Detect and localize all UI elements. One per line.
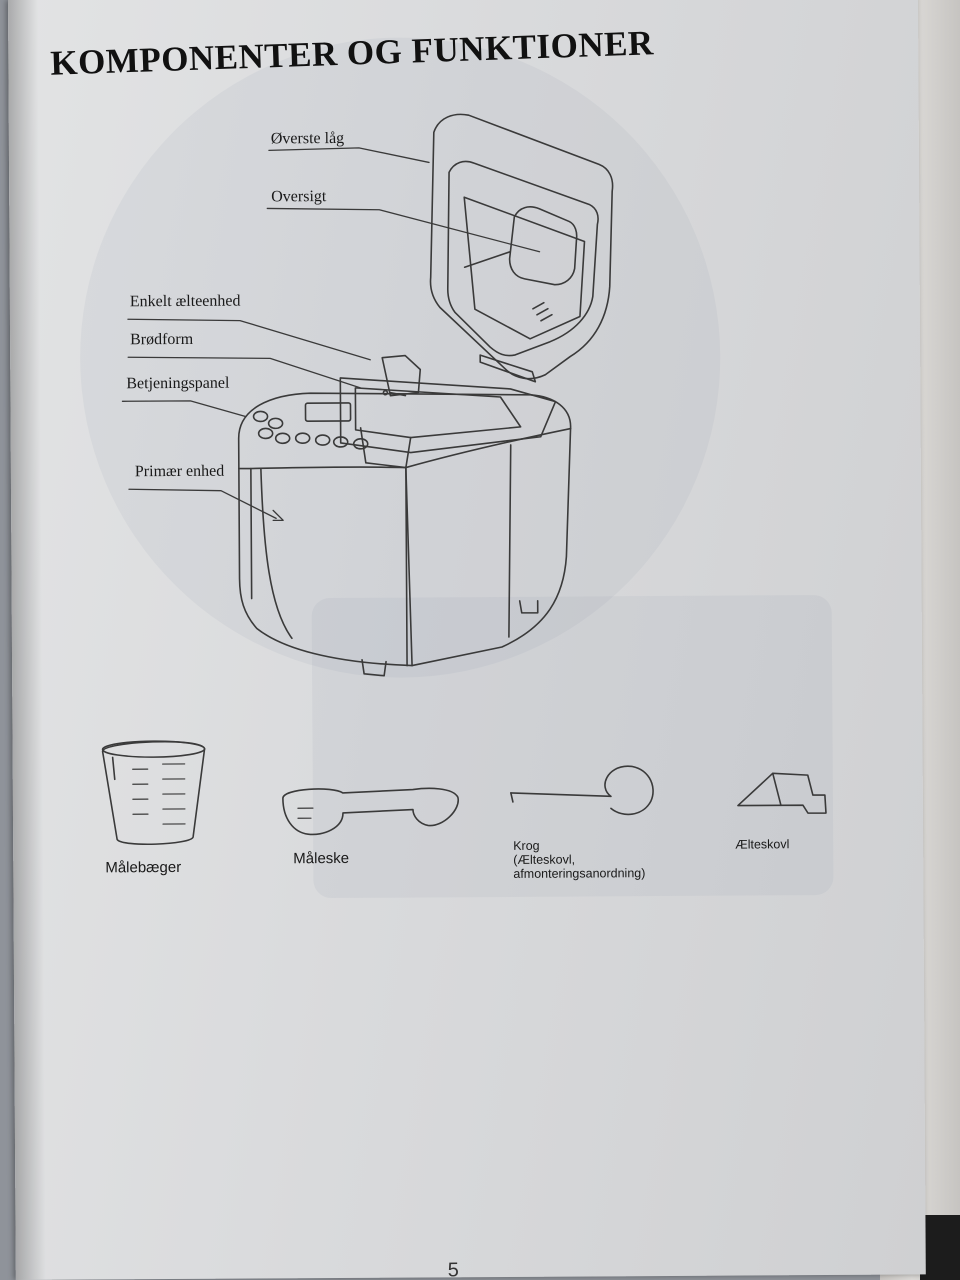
callout-control-panel: Betjeningspanel [126,374,230,393]
callout-top-lid: Øverste låg [270,129,345,148]
bread-maker-illustration [101,113,827,846]
callout-viewing-window: Oversigt [271,188,327,206]
label-measuring-cup: Målebæger [105,858,182,877]
kneading-paddle-drawing [737,772,827,814]
background-shadow [920,1215,960,1280]
main-unit-drawing [237,392,572,677]
label-hook: Krog (Ælteskovl, afmonteringsanordning) [513,838,645,881]
manual-page: KOMPONENTER OG FUNKTIONER [8,0,926,1280]
bread-pan-drawing [339,354,557,469]
label-hook-line2: (Ælteskovl, [513,852,576,867]
page-number: 5 [447,1259,459,1280]
measuring-cup-drawing [101,740,206,846]
label-hook-line3: afmonteringsanordning) [513,866,646,881]
callout-main-unit: Primær enhed [134,462,225,481]
callout-bread-pan: Brødform [130,330,194,349]
label-measuring-spoon: Måleske [293,849,350,868]
callout-kneading-unit: Enkelt ælteenhed [129,292,241,311]
lid-drawing [429,113,614,383]
label-kneading-paddle: Ælteskovl [735,837,790,852]
measuring-spoon-drawing [282,787,459,836]
callout-lines [121,147,541,520]
label-hook-line1: Krog [513,838,540,853]
hook-drawing [510,765,654,816]
